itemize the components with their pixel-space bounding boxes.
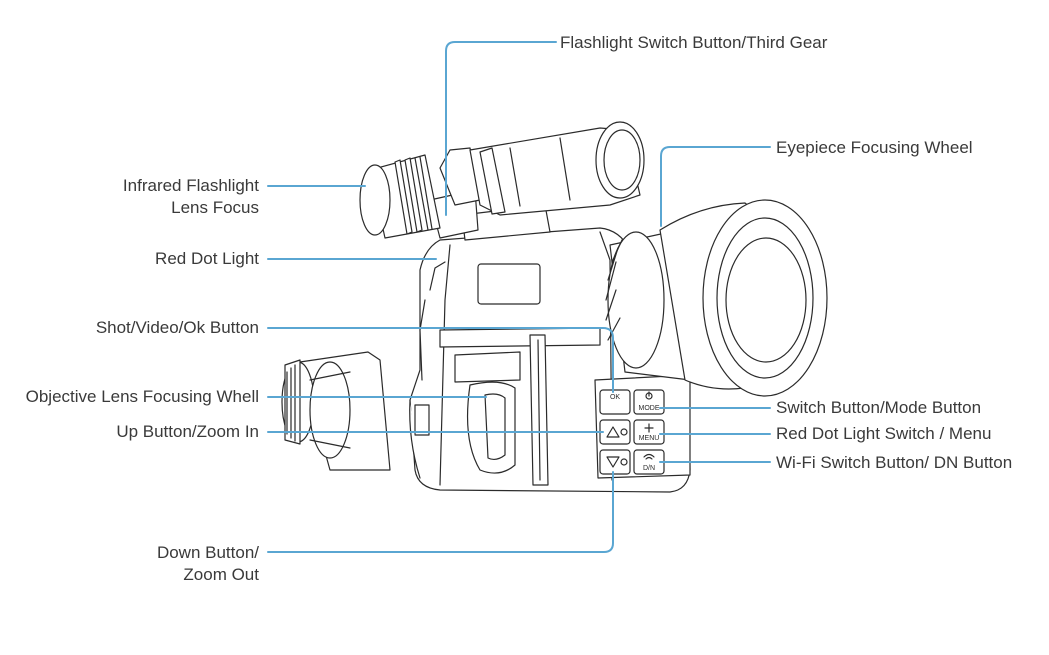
up-zoom-button <box>599 419 631 445</box>
ok-button-label: OK <box>610 394 620 401</box>
label-shot-video-ok: Shot/Video/Ok Button <box>95 318 259 337</box>
label-objective-focus: Objective Lens Focusing Whell <box>25 387 259 406</box>
label-ir-lens-focus: Infrared Flashlight Lens Focus <box>123 175 259 219</box>
dn-button-label: D/N <box>643 465 655 472</box>
label-eyepiece-focus: Eyepiece Focusing Wheel <box>776 138 973 157</box>
label-switch-mode: Switch Button/Mode Button <box>776 398 982 417</box>
down-zoom-button <box>599 449 631 475</box>
leader-eyepiece-focus <box>660 146 771 227</box>
mode-button <box>633 389 665 415</box>
label-ir-lens-focus-line1: Infrared Flashlight <box>122 176 259 195</box>
label-down-zoom-out-line2: Zoom Out <box>183 565 259 584</box>
leader-lines <box>267 41 771 553</box>
leader-down-zoom-out <box>267 471 614 553</box>
label-down-zoom-out: Down Button/ Zoom Out <box>157 542 259 586</box>
leader-shot-video-ok <box>267 327 614 393</box>
top-mount <box>429 147 551 241</box>
label-ir-lens-focus-line2: Lens Focus <box>171 198 259 217</box>
device-illustration <box>281 121 828 493</box>
label-red-dot-light: Red Dot Light <box>155 249 259 268</box>
label-up-zoom-in: Up Button/Zoom In <box>116 422 259 441</box>
eyepiece <box>605 199 828 397</box>
menu-button-label: MENU <box>639 435 660 442</box>
ir-flashlight <box>469 121 645 216</box>
mode-button-label: MODE <box>639 405 660 412</box>
objective-lens <box>281 351 391 471</box>
label-down-zoom-out-line1: Down Button/ <box>156 543 259 562</box>
ok-button <box>599 389 631 415</box>
label-wifi-dn: Wi-Fi Switch Button/ DN Button <box>776 453 1013 472</box>
ir-lens-focus-ring <box>359 154 441 239</box>
label-flashlight-switch: Flashlight Switch Button/Third Gear <box>560 33 828 52</box>
label-red-dot-switch-menu: Red Dot Light Switch / Menu <box>776 424 992 443</box>
leader-flashlight-switch <box>445 41 557 216</box>
